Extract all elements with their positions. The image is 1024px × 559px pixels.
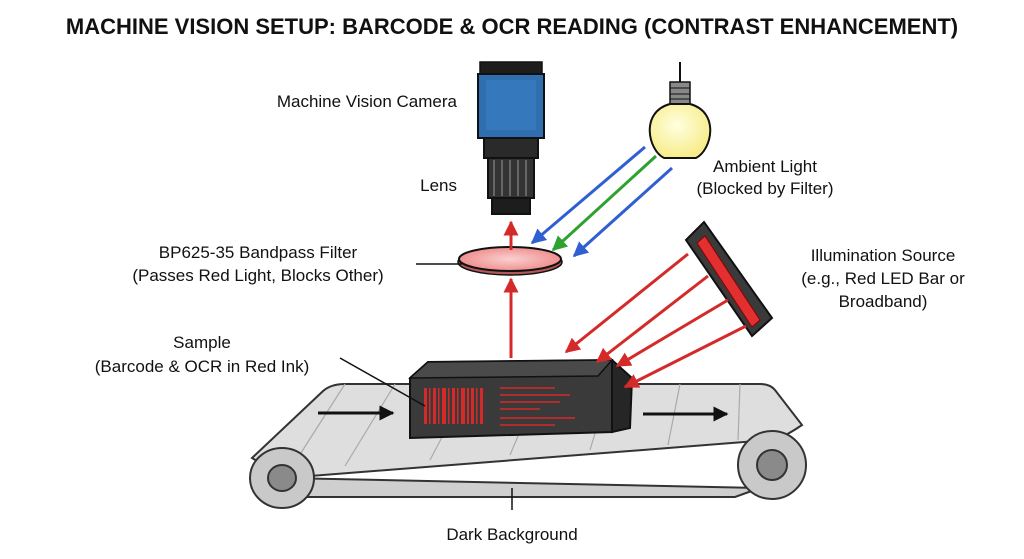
ambient-light-bulb (648, 62, 712, 159)
sample-package (408, 357, 634, 440)
illumination-label-line2: (e.g., Red LED Bar or (801, 269, 965, 288)
bandpass-filter (457, 246, 563, 276)
ambient-label-line1: Ambient Light (713, 157, 817, 176)
ocr-text-print (500, 387, 575, 426)
barcode-print (424, 388, 483, 424)
ambient-rays (530, 145, 674, 258)
illumination-source (684, 220, 774, 338)
camera-label: Machine Vision Camera (277, 92, 458, 111)
sample-label-line1: Sample (173, 333, 231, 352)
illumination-label-line3: Broadband) (839, 292, 928, 311)
red-illumination-rays (564, 252, 747, 389)
background-label: Dark Background (446, 525, 577, 544)
lens-label: Lens (420, 176, 457, 195)
machine-vision-camera (477, 61, 545, 139)
sample-leader-line (339, 357, 426, 407)
diagram-title: MACHINE VISION SETUP: BARCODE & OCR READ… (66, 14, 958, 39)
filter-label-line2: (Passes Red Light, Blocks Other) (132, 266, 383, 285)
illumination-label-line1: Illumination Source (811, 246, 956, 265)
filter-label-line1: BP625-35 Bandpass Filter (159, 243, 358, 262)
ambient-label-line2: (Blocked by Filter) (697, 179, 834, 198)
sample-label-line2: (Barcode & OCR in Red Ink) (95, 357, 309, 376)
camera-lens (483, 137, 539, 215)
